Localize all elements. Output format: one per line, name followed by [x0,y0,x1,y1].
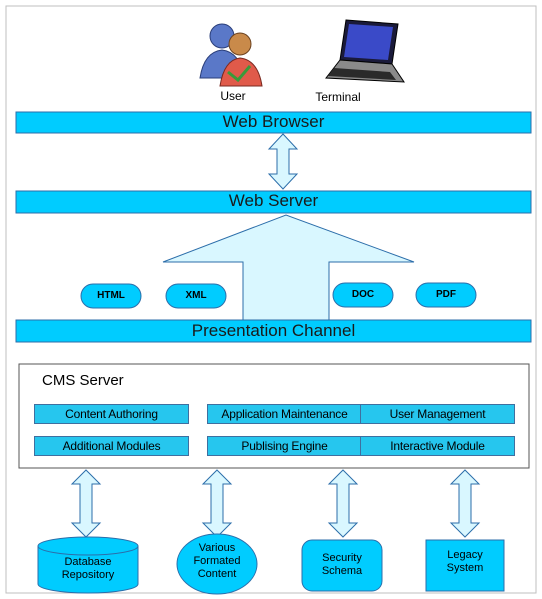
html-format-pill [80,283,142,309]
database-cylinder [37,536,139,594]
security-box [301,539,383,592]
people-icon [199,23,263,87]
presentation-channel-label: Presentation Channel [191,321,356,340]
laptop-icon [325,19,405,83]
web-server-label: Web Server [228,191,319,210]
interactive-module: Interactive Module [360,436,515,456]
content-label: Various Formated Content [177,542,257,581]
doc-format-label: DOC [351,289,375,300]
database-label-line1: Database [64,556,112,568]
cms-server-title: CMS Server [42,372,124,389]
content-label-line2: Formated [193,555,241,567]
content-label-line3: Content [197,568,237,580]
presentation-channel-bar [15,319,532,343]
web-browser-label: Web Browser [222,112,325,131]
content-arrow [201,469,233,538]
legacy-label-line2: System [446,562,484,574]
web-server-bar [15,190,532,214]
database-label-line2: Repository [61,569,115,581]
browser-server-arrow [267,133,299,190]
presentation-up-arrow [162,214,415,321]
security-label-line1: Security [322,552,362,564]
legacy-arrow [449,469,481,538]
publishing-engine-module: Publising Engine [207,436,362,456]
terminal-label: Terminal [315,90,360,104]
security-label: Security Schema [302,552,382,578]
content-authoring-module: Content Authoring [34,404,189,424]
content-label-line1: Various [198,542,236,554]
xml-format-label: XML [185,290,207,301]
additional-modules-module: Additional Modules [34,436,189,456]
security-label-line2: Schema [321,565,363,577]
web-browser-bar [15,111,532,134]
pdf-format-pill [415,282,477,308]
database-label: Database Repository [38,556,138,582]
doc-format-pill [332,282,394,308]
legacy-box [425,539,505,592]
application-maintenance-module: Application Maintenance [207,404,362,424]
xml-format-pill [165,283,227,309]
content-ellipse [176,533,258,595]
html-format-label: HTML [97,290,125,301]
user-label: User [220,89,245,103]
database-arrow [70,469,102,538]
security-arrow [327,469,359,538]
legacy-label-line1: Legacy [447,549,483,561]
legacy-label: Legacy System [426,549,504,575]
pdf-format-label: PDF [436,289,456,300]
user-management-module: User Management [360,404,515,424]
